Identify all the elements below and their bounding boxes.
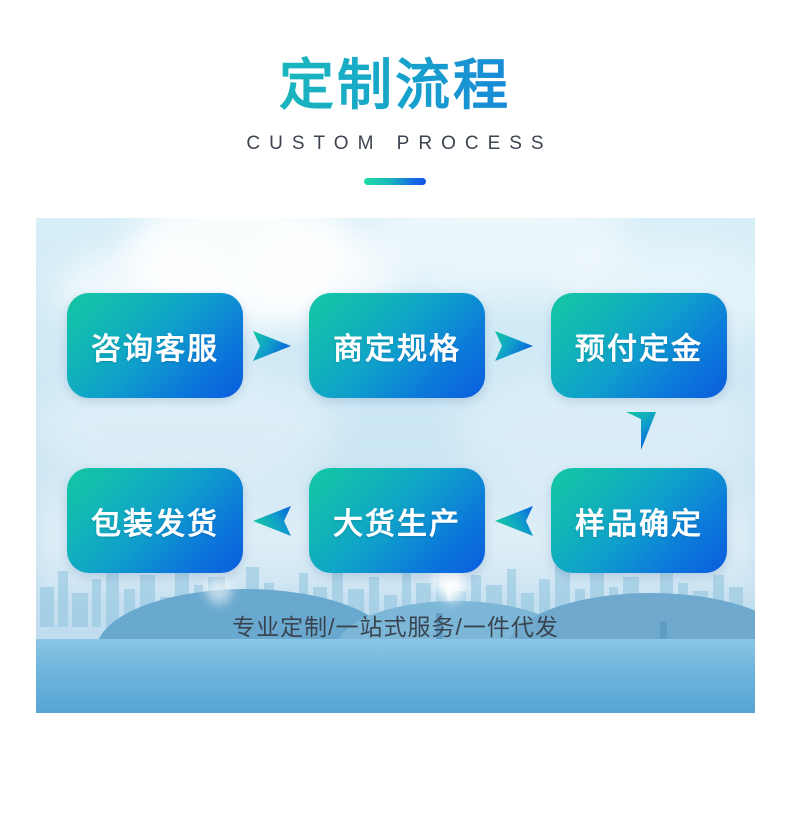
arrow-down-icon: [623, 410, 659, 452]
smoke-plume: [440, 568, 464, 602]
page-title: 定制流程: [0, 52, 790, 118]
process-step-label: 预付定金: [575, 332, 703, 366]
process-step-label: 咨询客服: [91, 332, 219, 366]
process-tagline: 专业定制/一站式服务/一件代发: [232, 614, 559, 640]
title-divider: [364, 178, 426, 185]
arrow-left-icon: [251, 503, 293, 539]
process-panel: 咨询客服 商定规格 预付定金 样品确定 大货生产 包装发货: [36, 218, 755, 713]
process-step-specification[interactable]: 商定规格: [309, 293, 485, 398]
arrow-right-icon: [251, 328, 293, 364]
process-step-mass-production[interactable]: 大货生产: [309, 468, 485, 573]
water-shape: [36, 639, 755, 713]
process-step-label: 大货生产: [333, 507, 461, 541]
process-step-packaging-shipping[interactable]: 包装发货: [67, 468, 243, 573]
process-step-deposit[interactable]: 预付定金: [551, 293, 727, 398]
process-flow-diagram: 咨询客服 商定规格 预付定金 样品确定 大货生产 包装发货: [36, 218, 755, 713]
process-step-label: 包装发货: [91, 507, 219, 541]
process-step-consult[interactable]: 咨询客服: [67, 293, 243, 398]
process-step-sample-confirm[interactable]: 样品确定: [551, 468, 727, 573]
page-header: 定制流程 CUSTOM PROCESS: [0, 0, 790, 218]
process-step-label: 样品确定: [575, 507, 703, 541]
background-skyline: [36, 538, 755, 713]
arrow-right-icon: [493, 328, 535, 364]
process-step-label: 商定规格: [333, 332, 461, 366]
page-subtitle: CUSTOM PROCESS: [246, 133, 553, 154]
smoke-plume: [206, 578, 232, 604]
arrow-left-icon: [493, 503, 535, 539]
